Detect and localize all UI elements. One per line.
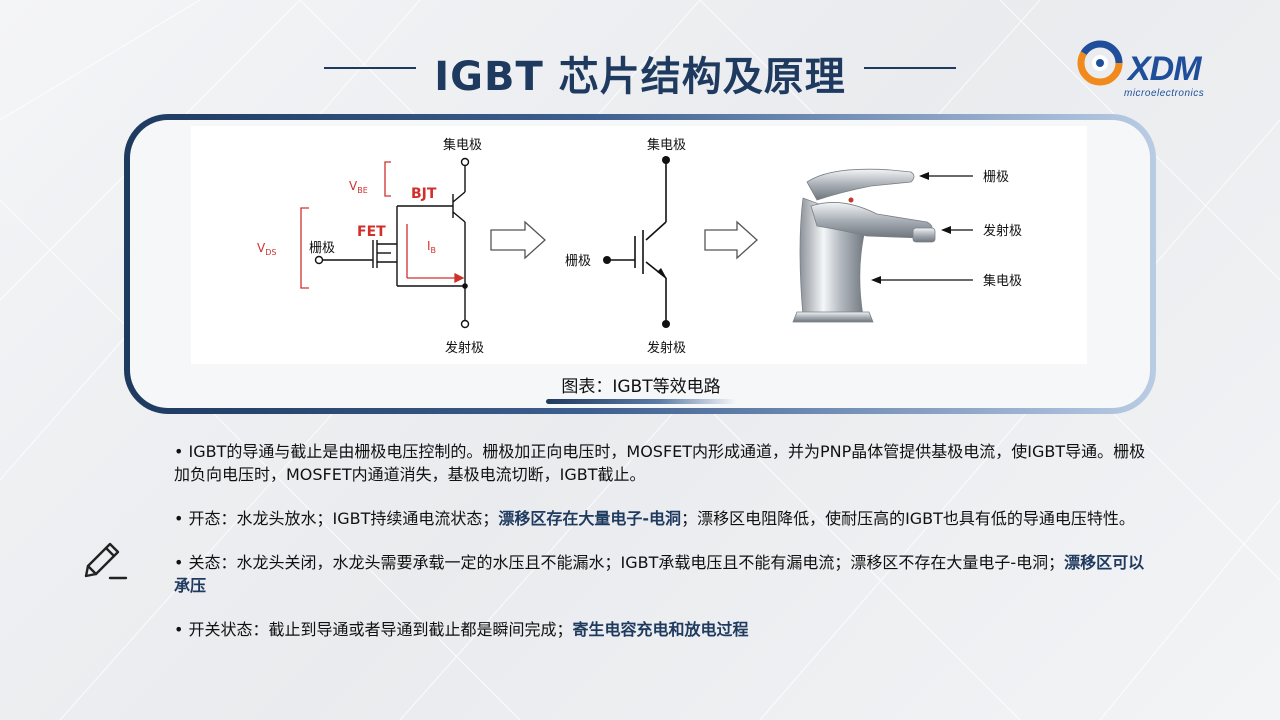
- circuit-emitter-label: 发射极: [445, 340, 484, 356]
- figure-caption: 图表：IGBT等效电路: [561, 377, 721, 397]
- equivalent-circuit: [314, 157, 470, 329]
- bullet-text: ；漂移区电阻降低，使耐压高的IGBT也具有低的导通电压特性。: [681, 509, 1135, 528]
- red-annotations: [300, 161, 465, 289]
- vbe-label: VBE: [349, 179, 368, 195]
- bullet-item: • IGBT的导通与截止是由栅极电压控制的。栅极加正向电压时，MOSFET内形成…: [174, 440, 1154, 486]
- circuit-collector-label: 集电极: [443, 137, 482, 153]
- bjt-label: BJT: [411, 186, 437, 202]
- title-left-rule: [324, 67, 416, 69]
- bullet-text: • 关态：水龙头关闭，水龙头需要承载一定的水压且不能漏水；IGBT承载电压且不能…: [174, 553, 1065, 572]
- bullet-text: • 开关状态：截止到导通或者导通到截止都是瞬间完成；: [174, 620, 573, 639]
- bullet-text: • 开态：水龙头放水；IGBT持续通电流状态；: [174, 509, 499, 528]
- igbt-symbol-nodes: [603, 156, 670, 328]
- logo-brand: XDM: [1128, 50, 1202, 88]
- title-right-rule: [864, 67, 956, 69]
- bullet-item: • 关态：水龙头关闭，水龙头需要承载一定的水压且不能漏水；IGBT承载电压且不能…: [174, 551, 1154, 597]
- xdm-logo-icon: [1077, 40, 1123, 86]
- title-row: IGBT 芯片结构及原理: [320, 40, 960, 100]
- faucet-gate-label: 栅极: [983, 170, 1009, 185]
- vds-label: VDS: [257, 241, 276, 257]
- logo-subtitle: microelectronics: [1124, 88, 1205, 99]
- circuit-nodes: [462, 283, 468, 289]
- bullet-item: • 开态：水龙头放水；IGBT持续通电流状态；漂移区存在大量电子-电洞；漂移区电…: [174, 507, 1154, 530]
- hollow-arrow-icon: [704, 220, 758, 260]
- bullet-item: • 开关状态：截止到导通或者导通到截止都是瞬间完成；寄生电容充电和放电过程: [174, 618, 1154, 641]
- symbol-emitter-label: 发射极: [647, 340, 686, 356]
- circuit-gate-label: 栅极: [309, 241, 335, 256]
- figure-svg: VBE VDS IB BJT FET 集电极 发射极 栅极 集电极 发射极: [257, 137, 1022, 356]
- faucet-illustration: [792, 168, 936, 323]
- faucet-collector-label: 集电极: [983, 273, 1022, 289]
- bullet-highlight: 寄生电容充电和放电过程: [572, 620, 749, 639]
- edit-pencil-icon: [84, 542, 128, 580]
- bullet-highlight: 漂移区存在大量电子-电洞: [498, 509, 682, 528]
- caption-underline: [546, 399, 736, 404]
- bullet-highlight: 漂移区可以承压: [174, 553, 1145, 595]
- hollow-arrow-icon: [490, 220, 546, 260]
- fet-label: FET: [357, 224, 386, 240]
- faucet-pointer-heads: [871, 172, 951, 284]
- ib-label: IB: [427, 239, 436, 255]
- page-title: IGBT 芯片结构及原理: [434, 54, 846, 100]
- igbt-equivalent-circuit-figure: VBE VDS IB BJT FET 集电极 发射极 栅极 集电极 发射极: [191, 126, 1087, 364]
- bullet-list: • IGBT的导通与截止是由栅极电压控制的。栅极加正向电压时，MOSFET内形成…: [174, 440, 1154, 662]
- symbol-gate-label: 栅极: [565, 254, 591, 269]
- faucet-emitter-label: 发射极: [983, 223, 1022, 239]
- symbol-collector-label: 集电极: [647, 137, 686, 153]
- bullet-text: • IGBT的导通与截止是由栅极电压控制的。栅极加正向电压时，MOSFET内形成…: [174, 442, 1146, 484]
- igbt-symbol: [609, 162, 667, 322]
- xdm-logo: XDM microelectronics: [1076, 36, 1226, 102]
